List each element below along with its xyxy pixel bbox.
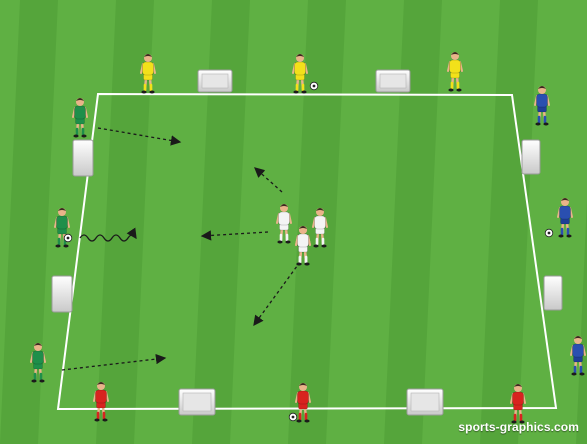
watermark: sports-graphics.com	[458, 420, 579, 434]
mini-goal-bottom-left	[179, 389, 215, 415]
mini-goal-left-upper	[73, 140, 93, 176]
ball	[289, 413, 297, 421]
ball	[310, 82, 318, 90]
mini-goal-right-lower	[544, 276, 562, 310]
mini-goal-top-left	[198, 70, 232, 92]
mini-goal-bottom-right	[407, 389, 443, 415]
mini-goal-right-upper	[522, 140, 540, 174]
ball	[545, 229, 553, 237]
mini-goal-left-lower	[52, 276, 72, 312]
ball	[64, 234, 72, 242]
mini-goal-top-right	[376, 70, 410, 92]
